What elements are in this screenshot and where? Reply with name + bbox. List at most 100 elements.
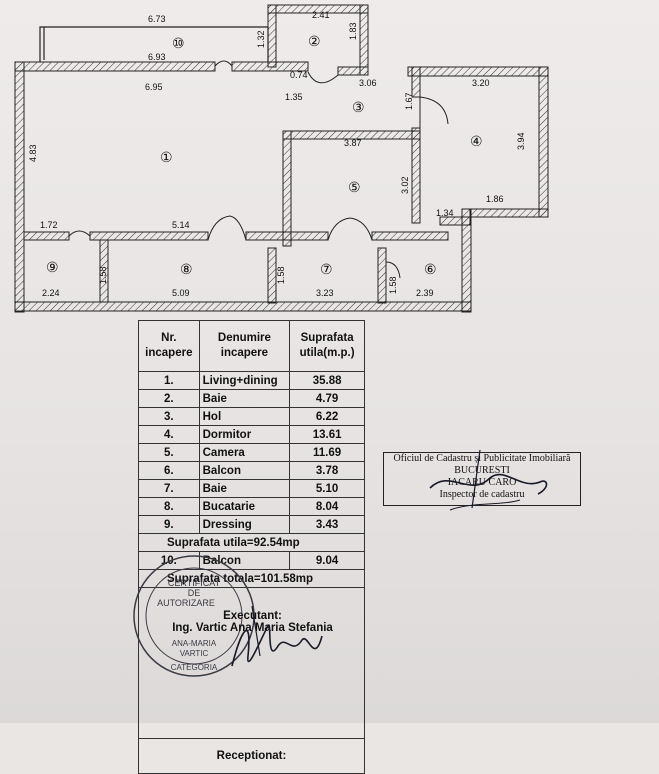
dim-label: 3.06 [359, 78, 377, 88]
cell-nr: 5. [138, 443, 200, 462]
room-number: ① [160, 149, 173, 165]
cell-name: Bucatarie [198, 497, 291, 516]
floor-plan: 6.73 2.41 1.32 1.83 6.93 0.74 6.95 3.06 … [14, 4, 549, 313]
dim-label: 1.67 [404, 92, 414, 110]
cell-name: Dressing [198, 515, 291, 534]
cell-area: 3.43 [289, 515, 365, 534]
stamp-text: CERTIFICAT [168, 578, 221, 588]
dim-label: 1.58 [388, 276, 398, 294]
room-number: ④ [470, 133, 483, 149]
cell-nr: 9. [138, 515, 200, 534]
useful-total: Suprafata utila=92.54mp [138, 533, 365, 552]
dim-label: 3.23 [316, 288, 334, 298]
cell-area: 13.61 [289, 425, 365, 444]
room-number: ⑦ [320, 261, 333, 277]
stamp-text: DE [188, 588, 201, 598]
cell-nr: 4. [138, 425, 200, 444]
receptionat-label: Receptionat: [138, 738, 365, 774]
stamp-text: CATEGORIA [171, 663, 218, 672]
cell-nr: 3. [138, 407, 200, 426]
cell-area: 6.22 [289, 407, 365, 426]
dim-label: 2.24 [42, 288, 60, 298]
cell-nr: 2. [138, 389, 200, 408]
dim-label: 3.87 [344, 138, 362, 148]
room-table: Nr. incapere Denumire incapere Suprafata… [138, 320, 365, 774]
dim-label: 1.34 [436, 208, 454, 218]
signature-inspector [429, 449, 548, 511]
dim-label: 6.95 [145, 82, 163, 92]
cell-area: 9.04 [289, 551, 365, 570]
signature-cell [138, 587, 365, 739]
signature-row [138, 587, 365, 739]
cell-name: Baie [198, 479, 291, 498]
useful-total-row: Suprafata utila=92.54mp [138, 533, 365, 552]
dim-label: 5.14 [172, 220, 190, 230]
dim-label: 2.39 [416, 288, 434, 298]
cell-area: 5.10 [289, 479, 365, 498]
room-number: ⑨ [46, 259, 59, 275]
cell-name: Hol [198, 407, 291, 426]
dim-label: 4.83 [28, 144, 38, 162]
room-number: ⑥ [424, 261, 437, 277]
cell-nr: 6. [138, 461, 200, 480]
cell-area: 11.69 [289, 443, 365, 462]
receptionat-row: Receptionat: [138, 738, 365, 774]
dim-label: 3.20 [472, 78, 490, 88]
stamp-text: VARTIC [180, 649, 209, 658]
col-header: Suprafata utila(m.p.) [289, 320, 365, 372]
executant-block: Executant: Ing. Vartic Ana Maria Stefani… [140, 610, 365, 634]
cell-name: Camera [198, 443, 291, 462]
col-header: Denumire incapere [198, 320, 291, 372]
doors [68, 60, 449, 279]
cadastre-office-stamp: Oficiul de Cadastru și Publicitate Imobi… [383, 452, 581, 506]
executant-name: Ing. Vartic Ana Maria Stefania [172, 622, 333, 634]
room-number: ⑤ [348, 179, 361, 195]
dim-label: 6.73 [148, 14, 166, 24]
cell-area: 35.88 [289, 371, 365, 390]
dim-label: 6.93 [148, 52, 166, 62]
stamp-line: BUCURESTI [454, 465, 510, 476]
room-number: ⑧ [180, 261, 193, 277]
stamp-line: IACARU CARO [447, 477, 517, 488]
cell-name: Baie [198, 389, 291, 408]
dim-label: 0.74 [290, 70, 308, 80]
cell-name: Dormitor [198, 425, 291, 444]
room-number: ③ [352, 99, 365, 115]
cell-nr: 1. [138, 371, 200, 390]
dim-label: 2.41 [312, 10, 330, 20]
walls [14, 4, 549, 313]
table-header-row: Nr. incapere Denumire incapere Suprafata… [138, 320, 365, 372]
dim-label: 1.86 [486, 194, 504, 204]
cell-area: 3.78 [289, 461, 365, 480]
dim-label: 1.58 [276, 266, 286, 284]
room-number: ② [308, 33, 321, 49]
stamp-line: Oficiul de Cadastru și Publicitate Imobi… [393, 453, 571, 464]
dim-label: 3.02 [400, 176, 410, 194]
room-number: ⑩ [172, 35, 185, 51]
dim-label: 5.09 [172, 288, 190, 298]
cell-name: Living+dining [198, 371, 291, 390]
dim-label: 1.83 [348, 22, 358, 40]
signature-executant [231, 605, 323, 667]
cell-nr: 7. [138, 479, 200, 498]
stamp-text: AUTORIZARE [157, 598, 215, 608]
stamp-line: Inspector de cadastru [439, 489, 525, 500]
cell-area: 4.79 [289, 389, 365, 408]
executant-label: Executant: [223, 610, 282, 622]
dim-label: 3.94 [516, 132, 526, 150]
cell-nr: 8. [138, 497, 200, 516]
cell-name: Balcon [198, 461, 291, 480]
dim-label: 1.72 [40, 220, 58, 230]
dim-label: 1.32 [256, 30, 266, 48]
cell-area: 8.04 [289, 497, 365, 516]
stamp-text: ANA-MARIA [172, 639, 217, 648]
